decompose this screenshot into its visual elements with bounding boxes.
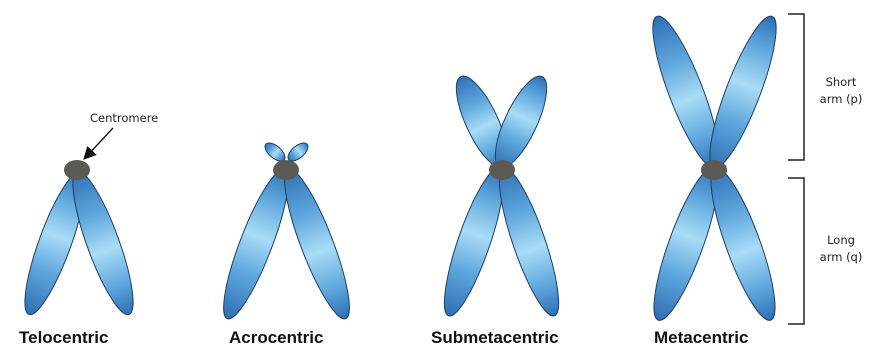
long-arm-label: Long arm (q) <box>812 232 870 266</box>
long-arm-label-line2: arm (q) <box>812 249 870 266</box>
metacentric-short-arm-right <box>698 10 788 173</box>
telocentric-long-arm-right <box>62 166 144 320</box>
metacentric-centromere <box>701 160 727 180</box>
centromere-label: Centromere <box>90 110 158 127</box>
telocentric-chromosome <box>14 160 144 320</box>
long-arm-bracket <box>788 178 804 324</box>
submetacentric-chromosome <box>433 70 569 321</box>
submetacentric-label: Submetacentric <box>431 328 559 348</box>
centromere-pointer-arrow <box>85 128 113 158</box>
long-arm-label-line1: Long <box>812 232 870 249</box>
short-arm-label-line1: Short <box>812 74 870 91</box>
submetacentric-long-arm-right <box>488 163 569 321</box>
short-arm-label: Short arm (p) <box>812 74 870 108</box>
metacentric-chromosome <box>641 10 788 326</box>
short-arm-bracket <box>788 14 804 160</box>
short-arm-label-line2: arm (p) <box>812 91 870 108</box>
metacentric-label: Metacentric <box>654 328 748 348</box>
acrocentric-chromosome <box>212 140 360 325</box>
metacentric-long-arm-right <box>699 162 786 326</box>
telocentric-label: Telocentric <box>19 328 108 348</box>
submetacentric-centromere <box>489 160 515 180</box>
acrocentric-label: Acrocentric <box>229 328 323 348</box>
acrocentric-long-arm-right <box>273 164 360 325</box>
telocentric-centromere <box>64 160 90 180</box>
acrocentric-centromere <box>273 160 299 180</box>
